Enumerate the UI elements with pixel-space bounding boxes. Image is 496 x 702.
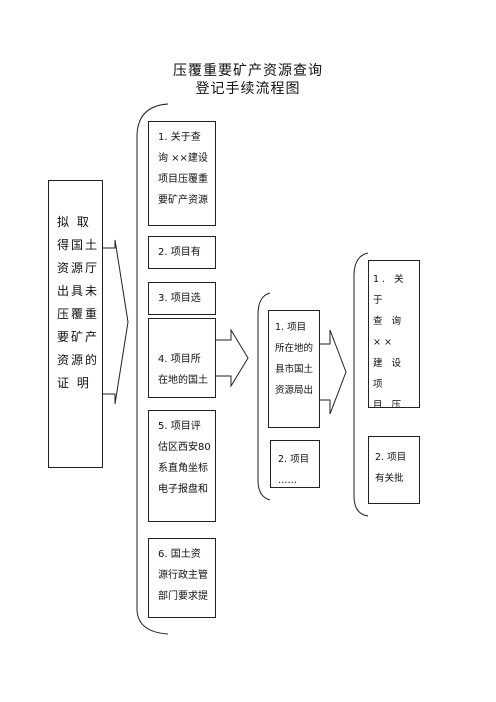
middle-step-2-text: 2. 项目有 [158, 247, 201, 258]
middle-step-1: 1. 关于查 询 ××建设 项目压覆重 要矿产资源 [148, 121, 216, 226]
middle-step-5-text: 5. 项目评 估区西安80 系直角坐标 电子报盘和 [158, 421, 211, 495]
right-step-2-text: 2. 项目 …… [278, 454, 310, 486]
middle-step-3-text: 3. 项目选 [158, 293, 201, 304]
middle-step-6: 6. 国土资 源行政主管 部门要求提 [148, 538, 216, 618]
middle-step-4-text: 4. 项目所 在地的国土 [158, 354, 208, 386]
right-step-2: 2. 项目 …… [270, 440, 320, 488]
middle-step-2: 2. 项目有 [148, 236, 216, 269]
right-brace [257, 292, 271, 501]
diagram-title-line1: 压覆重要矿产资源查询 [173, 63, 323, 79]
arrow-middle-to-right [216, 328, 249, 388]
far-step-2: 2. 项目 有关批 [368, 436, 420, 504]
goal-box: 拟 取 得国土 资源厅 出具未 压覆重 要矿产 资源的 证 明 [48, 180, 103, 468]
right-step-1: 1. 项目 所在地的 县市国土 资源局出 [268, 310, 320, 428]
middle-step-1-text: 1. 关于查 询 ××建设 项目压覆重 要矿产资源 [158, 132, 208, 206]
arrow-right-to-far [320, 329, 347, 415]
goal-text: 拟 取 得国土 资源厅 出具未 压覆重 要矿产 资源的 证 明 [57, 215, 100, 390]
right-step-1-text: 1. 项目 所在地的 县市国土 资源局出 [275, 322, 314, 396]
middle-step-5: 5. 项目评 估区西安80 系直角坐标 电子报盘和 [148, 410, 216, 522]
middle-step-4: 4. 项目所 在地的国土 [148, 318, 216, 398]
far-step-2-text: 2. 项目 有关批 [375, 452, 407, 484]
middle-step-6-text: 6. 国土资 源行政主管 部门要求提 [158, 549, 208, 602]
far-step-1-text: 1. 关 于 查 询 ×× 建 设 项 目 压 覆 重 要 矿 … [373, 274, 407, 408]
far-brace [353, 252, 369, 517]
far-step-1: 1. 关 于 查 询 ×× 建 设 项 目 压 覆 重 要 矿 … [368, 260, 420, 408]
arrow-left-to-middle [103, 239, 129, 405]
middle-step-3: 3. 项目选 [148, 282, 216, 315]
diagram-title-line2: 登记手续流程图 [195, 81, 301, 97]
middle-brace [136, 103, 169, 635]
